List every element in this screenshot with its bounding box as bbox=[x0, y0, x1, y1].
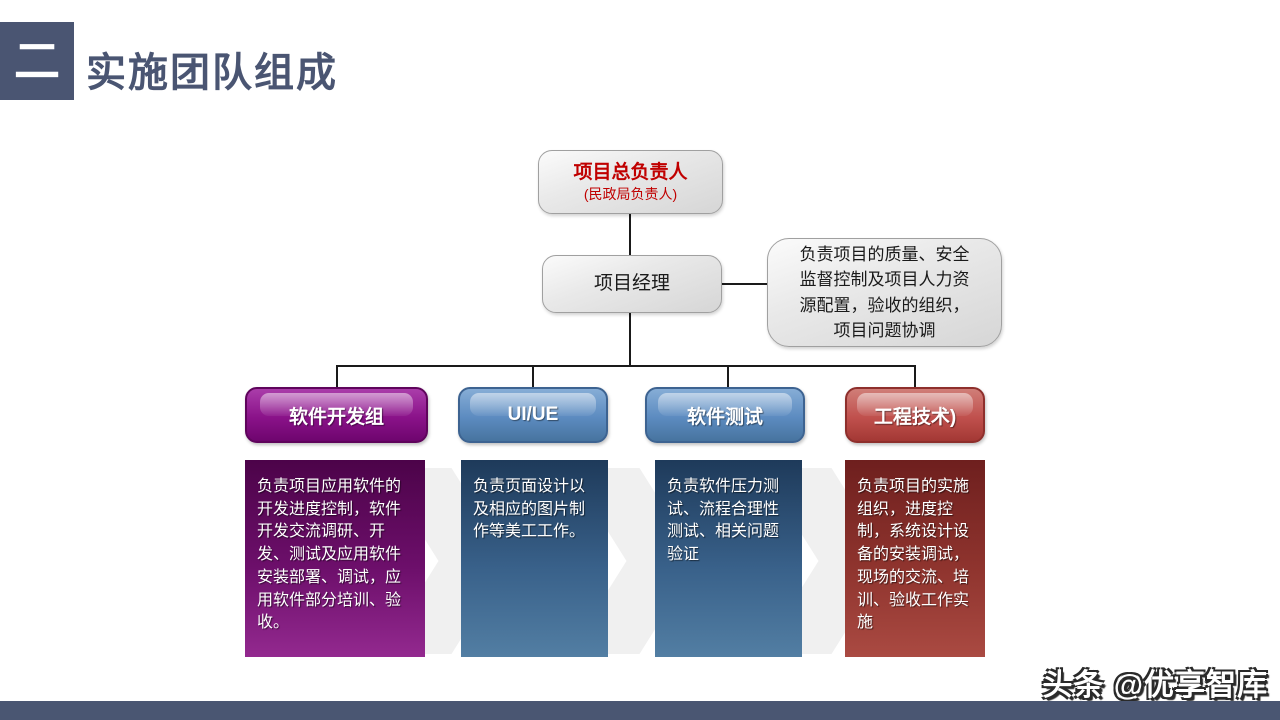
team-desc-engineering: 负责项目的实施组织，进度控制，系统设计设备的安装调试，现场的交流、培训、验收工作… bbox=[845, 460, 985, 657]
connector-drop-team3 bbox=[727, 365, 729, 388]
team-header-label: 工程技术) bbox=[873, 406, 957, 428]
connector-manager-to-branch bbox=[629, 312, 631, 366]
bottom-bar bbox=[0, 701, 1280, 720]
callout-line: 负责项目的质量、安全 bbox=[799, 245, 970, 265]
team-desc-software-test: 负责软件压力测试、流程合理性测试、相关问题验证 bbox=[655, 460, 802, 657]
manager-node: 项目经理 bbox=[542, 255, 722, 313]
team-header-ui-ue: UI/UE bbox=[458, 387, 608, 443]
root-title: 项目总负责人 bbox=[573, 161, 688, 183]
callout-line: 监督控制及项目人力资 bbox=[799, 270, 970, 290]
section-number: 二 bbox=[14, 35, 60, 87]
connector-manager-to-callout bbox=[722, 283, 768, 285]
team-header-engineering: 工程技术) bbox=[845, 387, 985, 443]
team-desc-software-dev: 负责项目应用软件的开发进度控制，软件开发交流调研、开发、测试及应用软件安装部署、… bbox=[245, 460, 425, 657]
callout-line: 源配置，验收的组织， bbox=[799, 295, 970, 315]
team-header-software-test: 软件测试 bbox=[645, 387, 805, 443]
root-node: 项目总负责人 (民政局负责人) bbox=[538, 150, 723, 214]
team-header-label: UI/UE bbox=[507, 404, 559, 425]
connector-drop-team1 bbox=[336, 365, 338, 388]
section-number-badge: 二 bbox=[0, 22, 74, 100]
manager-callout: 负责项目的质量、安全 监督控制及项目人力资 源配置，验收的组织， 项目问题协调 bbox=[767, 238, 1002, 347]
callout-line: 项目问题协调 bbox=[833, 320, 936, 340]
page-title: 实施团队组成 bbox=[86, 51, 338, 95]
team-desc-ui-ue: 负责页面设计以及相应的图片制作等美工工作。 bbox=[461, 460, 608, 657]
connector-branch-horizontal bbox=[336, 365, 916, 367]
connector-drop-team2 bbox=[532, 365, 534, 388]
team-header-software-dev: 软件开发组 bbox=[245, 387, 428, 443]
connector-drop-team4 bbox=[914, 365, 916, 388]
root-subtitle: (民政局负责人) bbox=[583, 186, 678, 203]
watermark: 头条 @优享智库 bbox=[1042, 669, 1268, 702]
team-header-label: 软件开发组 bbox=[288, 406, 384, 428]
connector-root-to-manager bbox=[629, 213, 631, 257]
manager-title: 项目经理 bbox=[593, 272, 670, 294]
team-header-label: 软件测试 bbox=[686, 406, 763, 428]
